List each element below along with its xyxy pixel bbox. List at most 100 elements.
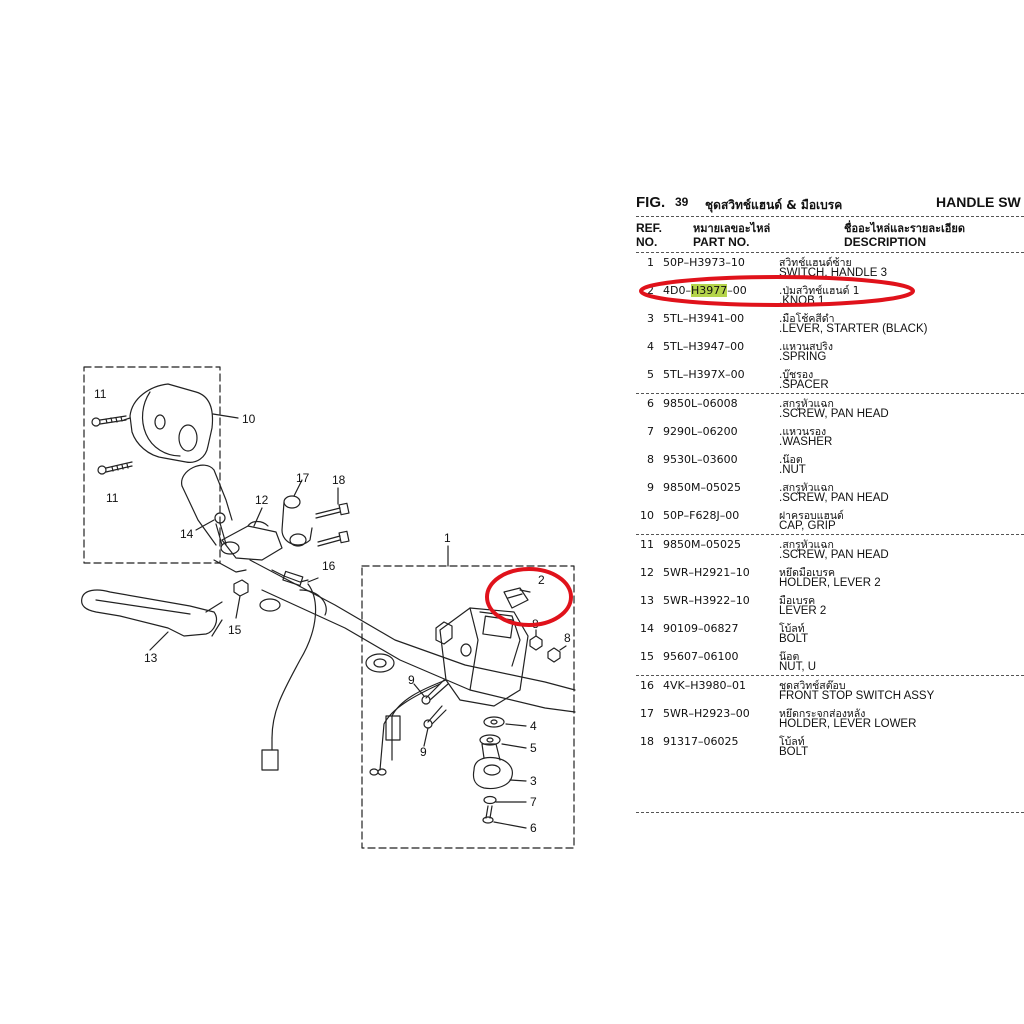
desc-english: .SCREW, PAN HEAD	[779, 549, 889, 561]
part-no: 4D0–H3977–00	[663, 284, 747, 297]
callout-11-bottom: 11	[106, 491, 119, 505]
part-no: 5TL–H3947–00	[663, 340, 745, 353]
part-no-highlight: H3977	[690, 284, 728, 297]
screw-part-11-bottom	[97, 461, 133, 475]
desc-thai: หยึดมือเบรค	[779, 567, 836, 579]
desc-english: .NUT	[779, 464, 806, 476]
part-no: 5WR–H2923–00	[663, 707, 750, 720]
washer-part-7	[483, 795, 527, 805]
desc-thai: .มือโช้คสีดำ	[779, 313, 835, 325]
fig-title-thai: ชุดสวิทช์แฮนด์ & มือเบรค	[705, 198, 843, 212]
lever-starter-part-3	[472, 743, 527, 790]
ref-no: 3	[647, 312, 654, 325]
part-no: 9850M–05025	[663, 538, 741, 551]
callout-11-top: 11	[94, 387, 107, 401]
desc-thai: สวิทช์แฮนด์ซ้าย	[779, 257, 852, 269]
part-no-prefix: 4D0–	[663, 284, 691, 297]
screw-part-9-bottom	[423, 705, 447, 747]
ref-no: 5	[647, 368, 654, 381]
part-no: 5TL–H397X–00	[663, 368, 745, 381]
grip-cap-part-10	[123, 383, 214, 463]
desc-english: HOLDER, LEVER 2	[779, 577, 881, 589]
desc-thai: .น๊อต	[779, 454, 803, 466]
table-row: 15 95607–06100 น๊อต NUT, U	[636, 647, 1024, 675]
callout-18: 18	[332, 473, 346, 487]
desc-thai: .แหวนรอง	[779, 426, 827, 438]
screw-part-11-top	[91, 415, 127, 427]
desc-english: .SCREW, PAN HEAD	[779, 408, 889, 420]
handlebar	[181, 464, 576, 713]
desc-english: SWITCH, HANDLE 3	[779, 267, 887, 279]
part-no-suffix: –00	[727, 284, 747, 297]
desc-english: NUT, U	[779, 661, 817, 673]
figure-title-line: FIG. 39 ชุดสวิทช์แฮนด์ & มือเบรค HANDLE …	[636, 190, 1024, 216]
table-row: 14 90109–06827 โบ้ลท์ BOLT	[636, 619, 1024, 647]
bolt-part-18-top	[315, 487, 350, 519]
table-row: 10 50P–F628J–00 ฝาครอบแฮนด์ CAP, GRIP	[636, 506, 1024, 534]
ref-no: 7	[647, 425, 654, 438]
fig-title-english: HANDLE SW	[936, 194, 1021, 210]
desc-english: BOLT	[779, 746, 809, 758]
callout-12: 12	[255, 493, 269, 507]
desc-thai: .สกรูหัวแฉก	[779, 539, 834, 551]
desc-thai: น๊อต	[779, 651, 800, 663]
lever-holder-part-12	[213, 507, 283, 573]
part-no: 4VK–H3980–01	[663, 679, 746, 692]
desc-thai: .แหวนสปริง	[779, 341, 833, 353]
callout-7: 7	[530, 795, 537, 809]
bolt-part-14	[195, 512, 227, 546]
desc-english: .SPRING	[779, 351, 827, 363]
table-row-highlighted: 2 4D0–H3977–00 .ปุ่มสวิทช์แฮนด์ 1 .KNOB …	[636, 281, 1024, 309]
switch-assy-group-box	[361, 565, 575, 849]
table-row: 16 4VK–H3980–01 ชุดสวิทช์สต๊อบ FRONT STO…	[636, 675, 1024, 704]
ref-no: 4	[647, 340, 654, 353]
parts-list: FIG. 39 ชุดสวิทช์แฮนด์ & มือเบรค HANDLE …	[636, 190, 1024, 813]
desc-thai: หยึดกระจกส่องหลัง	[779, 708, 866, 720]
ref-no: 16	[640, 679, 654, 692]
callout-6: 6	[530, 821, 537, 835]
part-no: 50P–H3973–10	[663, 256, 745, 269]
ref-no: 11	[640, 538, 654, 551]
header-description: DESCRIPTION	[844, 235, 927, 249]
desc-english: .LEVER, STARTER (BLACK)	[779, 323, 928, 335]
ref-no: 8	[647, 453, 654, 466]
part-no: 9530L–03600	[663, 453, 738, 466]
screw-part-6	[482, 805, 527, 829]
bolt-part-18-bottom	[317, 530, 350, 547]
part-no: 9850M–05025	[663, 481, 741, 494]
header-part-no: PART NO.	[693, 235, 750, 249]
ref-no: 6	[647, 397, 654, 410]
desc-thai: .สกรูหัวแฉก	[779, 482, 834, 494]
table-row: 5 5TL–H397X–00 .บู๊ชรอง .SPACER	[636, 365, 1024, 393]
callout-8-right: 8	[564, 631, 571, 645]
desc-thai: มือเบรค	[779, 595, 816, 607]
table-row: 8 9530L–03600 .น๊อต .NUT	[636, 450, 1024, 478]
callout-10: 10	[242, 412, 256, 426]
header-desc-thai: ชื่ออะไหล่และรายละเอียด	[844, 222, 965, 235]
callout-8-left: 8	[532, 617, 539, 631]
table-end-divider	[636, 812, 1024, 813]
desc-english: .KNOB 1	[779, 295, 825, 307]
desc-english: .SPACER	[779, 379, 829, 391]
desc-thai: โบ้ลท์	[779, 623, 805, 635]
header-ref: REF.	[636, 221, 663, 235]
nut-part-8-left	[529, 629, 543, 651]
spacer-part-5	[479, 734, 527, 749]
fig-label: FIG.	[636, 194, 666, 211]
ref-no: 18	[640, 735, 654, 748]
part-no: 9850L–06008	[663, 397, 738, 410]
part-no: 5WR–H3922–10	[663, 594, 750, 607]
callout-2: 2	[538, 573, 545, 587]
knob-part-2	[503, 587, 531, 609]
nut-part-15	[233, 579, 249, 619]
desc-english: .WASHER	[779, 436, 833, 448]
desc-thai: ฝาครอบแฮนด์	[779, 510, 844, 522]
desc-thai: .บู๊ชรอง	[779, 369, 814, 381]
desc-english: BOLT	[779, 633, 809, 645]
front-stop-switch-part-16	[261, 569, 319, 771]
grip-cap-group-box	[83, 366, 221, 564]
desc-thai: ชุดสวิทช์สต๊อบ	[779, 680, 846, 692]
nut-part-8-right	[547, 645, 567, 663]
ref-no: 13	[640, 594, 654, 607]
